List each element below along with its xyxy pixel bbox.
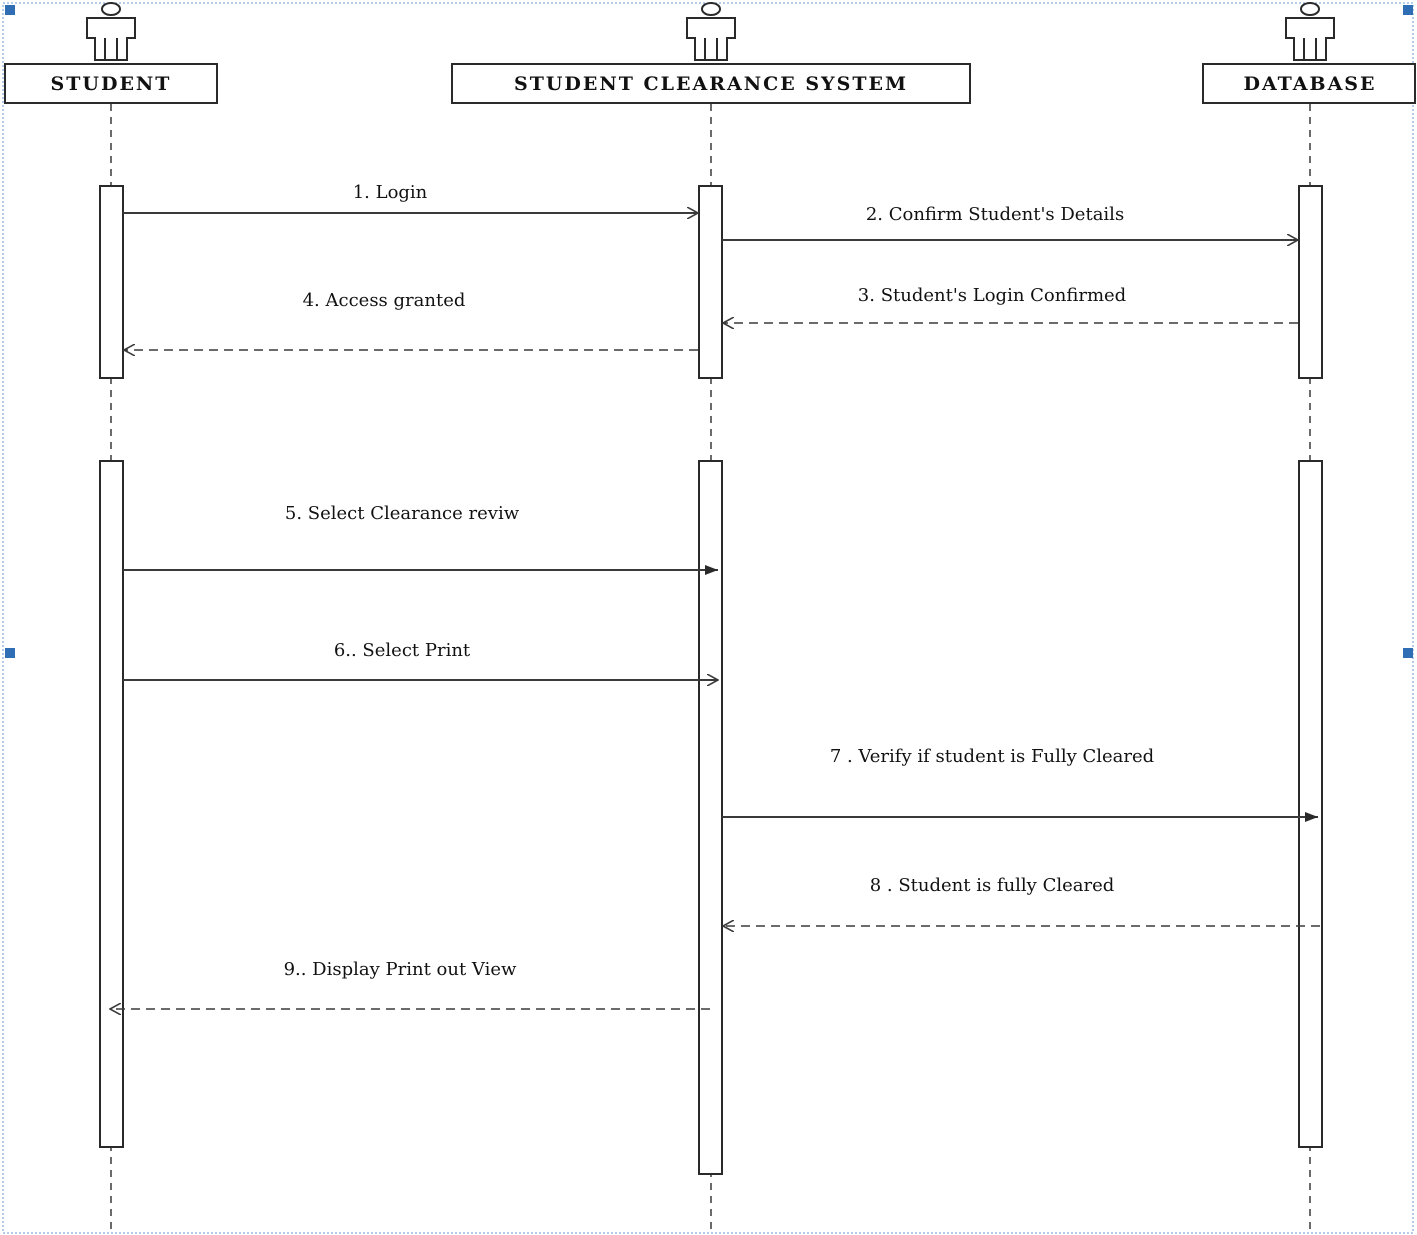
activation-bar (1298, 460, 1323, 1148)
selection-handle-left-middle[interactable] (5, 648, 15, 658)
message-label: 4. Access granted (303, 290, 466, 311)
activation-bar (99, 185, 124, 379)
selection-handle-right-middle[interactable] (1403, 648, 1413, 658)
participant-box-database (1202, 63, 1416, 104)
message-label: 5. Select Clearance reviw (285, 503, 520, 524)
message-label: 1. Login (353, 182, 428, 203)
actor-icon (86, 2, 136, 61)
activation-bar (698, 185, 723, 379)
participant-box-system (451, 63, 971, 104)
participant-label-database: DATABASE (1243, 73, 1376, 95)
participant-label-student: STUDENT (51, 73, 172, 95)
activation-bar (99, 460, 124, 1148)
participant-box-student (4, 63, 218, 104)
message-label: 9.. Display Print out View (284, 959, 517, 980)
selection-handle-top-left[interactable] (5, 5, 15, 15)
activation-bar (698, 460, 723, 1175)
participant-label-system: STUDENT CLEARANCE SYSTEM (514, 73, 908, 95)
message-label: 8 . Student is fully Cleared (870, 875, 1115, 896)
activation-bar (1298, 185, 1323, 379)
selection-handle-top-right[interactable] (1403, 5, 1413, 15)
message-label: 2. Confirm Student's Details (866, 204, 1124, 225)
message-label: 3. Student's Login Confirmed (858, 285, 1126, 306)
message-label: 7 . Verify if student is Fully Cleared (830, 746, 1154, 767)
actor-icon (1285, 2, 1335, 61)
message-label: 6.. Select Print (334, 640, 471, 661)
actor-icon (686, 2, 736, 61)
